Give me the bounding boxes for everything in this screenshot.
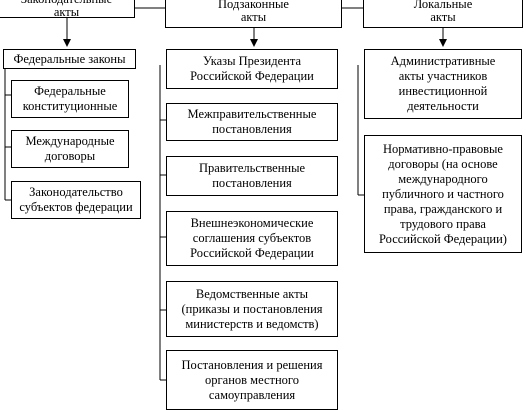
item-local-government-resolutions: Постановления и решения органов местного…	[166, 350, 338, 410]
header-bylaws: Подзаконные акты	[165, 0, 342, 28]
item-government-resolutions: Правительственные постановления	[166, 156, 338, 196]
item-departmental-acts: Ведомственные акты (приказы и постановле…	[166, 281, 338, 337]
item-regional-legislation: Законодательство субъектов федерации	[11, 181, 141, 219]
col3-arrow-head	[439, 39, 447, 47]
header-legislative-acts: Законодательные акты	[0, 0, 135, 19]
connector-lines	[4, 7, 447, 381]
col2-arrow-head	[250, 39, 258, 47]
item-international-treaties: Международные договоры	[11, 130, 129, 168]
item-federal-constitutional: Федеральные конституционные	[11, 80, 129, 118]
item-normative-legal-agreements: Нормативно-правовые договоры (на основе …	[364, 135, 522, 253]
item-presidential-decrees: Указы Президента Российской Федерации	[166, 49, 338, 89]
item-federal-laws: Федеральные законы	[3, 49, 136, 69]
item-foreign-economic-agreements: Внешнеэкономические соглашения субъектов…	[166, 211, 338, 266]
col1-arrow-head	[63, 39, 71, 47]
item-administrative-acts: Административные акты участников инвести…	[364, 49, 522, 119]
item-intergovernmental-resolutions: Межправительственные постановления	[166, 103, 338, 141]
header-local-acts: Локальные акты	[363, 0, 523, 28]
